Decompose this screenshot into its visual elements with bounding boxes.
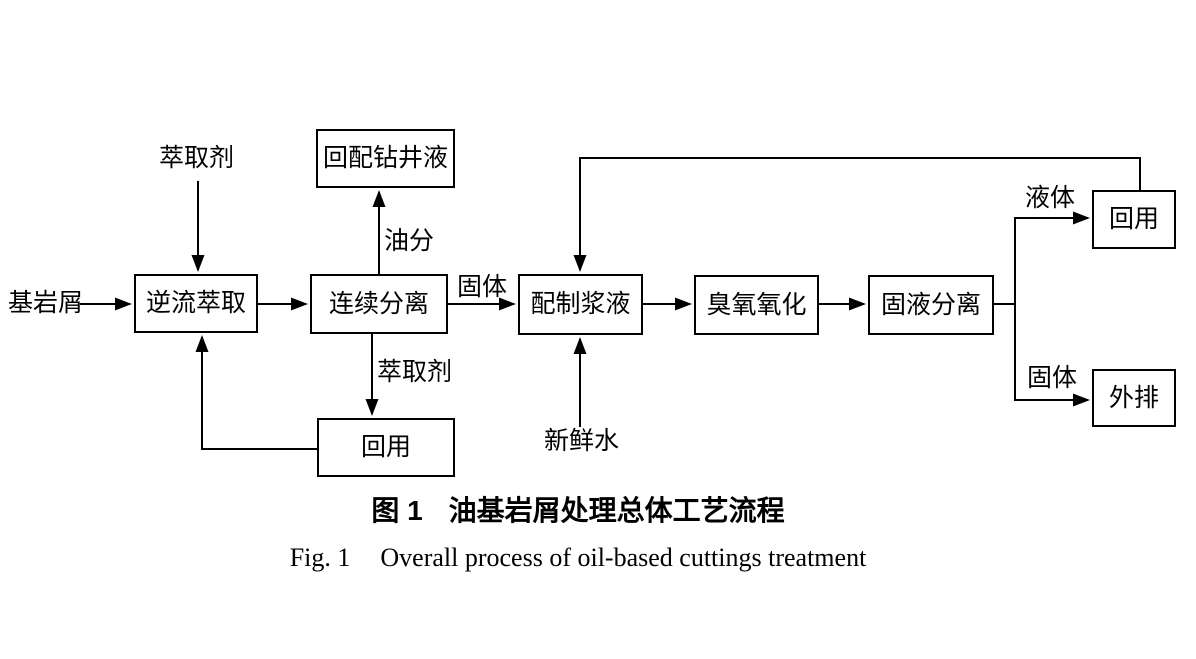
label-solid-out: 固体 <box>1027 365 1078 392</box>
label-extractant-in: 萃取剂 <box>159 145 235 172</box>
figure-caption-en-number: Fig. 1 <box>289 543 351 572</box>
box-continuous-separation: 连续分离 <box>310 274 448 334</box>
box-recycled-drilling-fluid: 回配钻井液 <box>316 129 455 188</box>
label-solid-to-slurry: 固体 <box>457 274 508 301</box>
arrow-liquid-recycle-to-slurry <box>573 157 1141 272</box>
figure-caption-en: Fig. 1 Overall process of oil-based cutt… <box>290 542 867 573</box>
label-fresh-water: 新鲜水 <box>544 428 620 455</box>
label-liquid-out: 液体 <box>1025 185 1076 212</box>
figure-caption-en-title: Overall process of oil-based cuttings tr… <box>380 543 867 572</box>
box-countercurrent-extraction: 逆流萃取 <box>134 274 258 333</box>
box-discharge-solid: 外排 <box>1092 369 1176 427</box>
figure-caption-zh-number: 图 1 <box>371 495 423 526</box>
arrow-reuse-back-to-extraction <box>195 335 317 450</box>
figure-caption-zh-title: 油基岩屑处理总体工艺流程 <box>448 495 785 526</box>
box-reuse-extractant: 回用 <box>317 418 455 477</box>
arrow-solid-to-discharge <box>1014 304 1090 407</box>
arrow-liquid-to-reuse <box>1014 211 1090 304</box>
figure-caption-zh: 图 1 油基岩屑处理总体工艺流程 <box>371 494 784 528</box>
box-reuse-liquid: 回用 <box>1092 190 1176 249</box>
label-oil-fraction: 油分 <box>384 228 435 255</box>
box-ozone-oxidation: 臭氧氧化 <box>694 275 819 335</box>
box-solid-liquid-separation: 固液分离 <box>868 275 994 335</box>
label-extractant-recycle: 萃取剂 <box>377 359 453 386</box>
box-slurry-preparation: 配制浆液 <box>518 274 643 335</box>
label-feed-cuttings: 基岩屑 <box>8 290 84 317</box>
